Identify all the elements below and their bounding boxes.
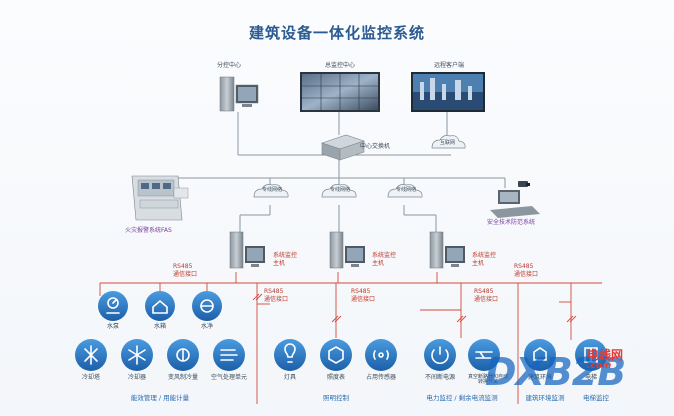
switch-label: 中心交换机 — [360, 143, 391, 150]
main-center-videowall — [300, 72, 380, 112]
private-net-label-2: 专线网络 — [330, 187, 351, 193]
air-handler-label: 空气处理单元 — [210, 374, 248, 381]
host-3-label-line2: 主机 — [472, 260, 485, 267]
security-label: 安全技术防范系统 — [487, 219, 536, 226]
internet-label: 互联网 — [440, 140, 456, 146]
fire-alarm-label: 火灾报警系统FAS — [125, 227, 172, 234]
sub-center-computer — [219, 76, 259, 112]
private-net-label-1: 专线网络 — [262, 187, 283, 193]
heat-exchange-label: 变风制冷量 — [167, 374, 199, 381]
section-power: 电力监控 / 剩余电流监测 — [426, 394, 498, 402]
rs485-e-line2: 通信接口 — [474, 296, 499, 303]
section-env-monitor: 建筑环境监测 — [525, 394, 565, 402]
rs485-d-line2: 通信接口 — [351, 296, 376, 303]
clouds — [253, 135, 466, 198]
watermark-cn: 电线网 — [587, 348, 624, 362]
dimmer-label: 照度表 — [326, 374, 346, 381]
rs485-a-line2: 通信接口 — [173, 271, 198, 278]
watermark-logo: DXB2B 电线网 .com — [485, 348, 626, 394]
host-2-label-line2: 主机 — [372, 260, 385, 267]
rs485-a-line1: RS485 — [173, 263, 193, 270]
host-1-label-line2: 主机 — [273, 260, 286, 267]
lamp-label: 灯具 — [283, 374, 297, 381]
diagram-title: 建筑设备一体化监控系统 — [248, 24, 425, 42]
host-2-label-line1: 系统监控 — [372, 252, 397, 259]
vacuum-switch-label: 真空断路器和自动转换开关 — [468, 374, 509, 385]
section-energy: 能效管理 / 用能计量 — [130, 394, 190, 402]
host-3-label-line1: 系统监控 — [472, 252, 497, 259]
section-lighting: 照明控制 — [323, 394, 349, 402]
elevator-label: 电梯 — [584, 374, 598, 381]
water-pump-label: 水泵 — [106, 323, 120, 330]
rs485-c-line1: RS485 — [264, 288, 284, 295]
remote-client-label: 远程客户端 — [433, 62, 465, 69]
host-1-label-line1: 系统监控 — [273, 252, 298, 259]
private-net-label-3: 专线网络 — [396, 187, 417, 193]
rs485-bus — [99, 272, 602, 404]
rs485-e-line1: RS485 — [474, 288, 494, 295]
water-purifier-label: 水净 — [200, 323, 214, 330]
monitoring-hosts — [229, 231, 465, 269]
rs485-b-line2: 通信接口 — [514, 271, 539, 278]
cooling-tower-label: 冷却塔 — [81, 374, 101, 381]
fire-alarm-cabinet — [131, 175, 189, 221]
sub-center-label: 分控中心 — [216, 62, 242, 69]
water-tank-label: 水箱 — [153, 323, 167, 330]
ups-label: 不间断电源 — [424, 374, 456, 381]
main-center-label: 总监控中心 — [324, 62, 356, 69]
rs485-c-line2: 通信接口 — [264, 296, 289, 303]
rs485-d-line1: RS485 — [351, 288, 371, 295]
security-station — [490, 181, 540, 218]
chiller-label: 冷却器 — [127, 374, 147, 381]
environment-label: 建筑环境 — [527, 374, 553, 381]
watermark-url: .com — [587, 361, 612, 371]
icon-glyphs — [84, 297, 598, 365]
rs485-b-line1: RS485 — [514, 263, 534, 270]
remote-client-screen — [411, 72, 485, 112]
top-connections — [169, 112, 506, 232]
section-elevator-monitor: 电梯监控 — [583, 394, 609, 402]
watermark-main: DXB2B — [485, 350, 626, 394]
sensor-label: 占用传感器 — [365, 374, 397, 381]
central-switch — [321, 134, 365, 161]
